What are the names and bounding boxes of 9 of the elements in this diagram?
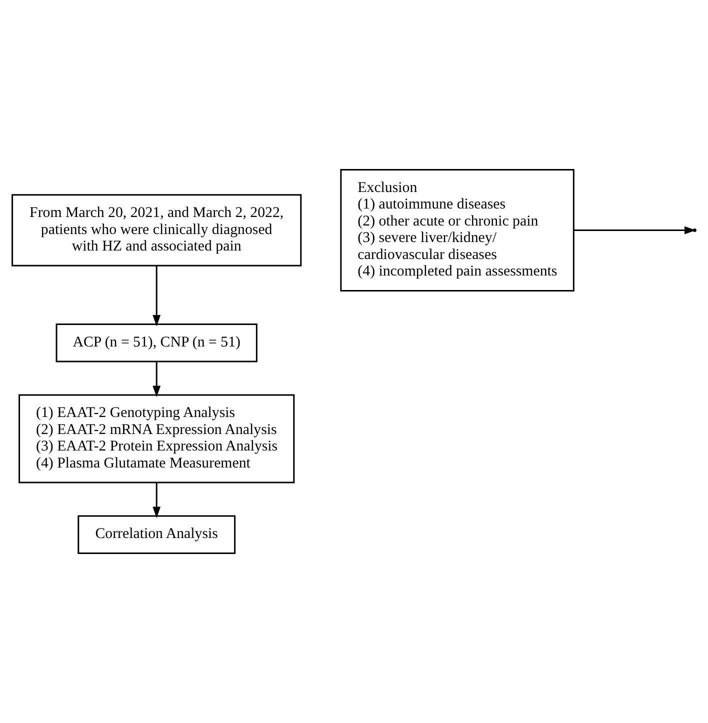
node-box: Correlation Analysis xyxy=(78,515,236,554)
node-box: ACP (n = 51), CNP (n = 51) xyxy=(56,324,258,362)
node-box: From March 20, 2021, and March 2, 2022, patients who were clinically diagnosed with HZ and associated pain xyxy=(12,194,302,266)
arrow xyxy=(152,482,161,518)
arrow xyxy=(152,362,161,398)
arrow xyxy=(574,226,696,234)
arrow xyxy=(152,266,161,326)
node-box: (1) EAAT-2 Genotyping Analysis (2) EAAT-2 mRNA Expression Analysis (3) EAAT-2 Protein Expression Analysis (4) Plasma Glutamate Measurement xyxy=(18,394,295,484)
node-box: Exclusion (1) autoimmune diseases (2) other acute or chronic pain (3) severe liver/kidney/ cardiovascular diseases (4) incompleted pain assessments xyxy=(340,168,574,292)
